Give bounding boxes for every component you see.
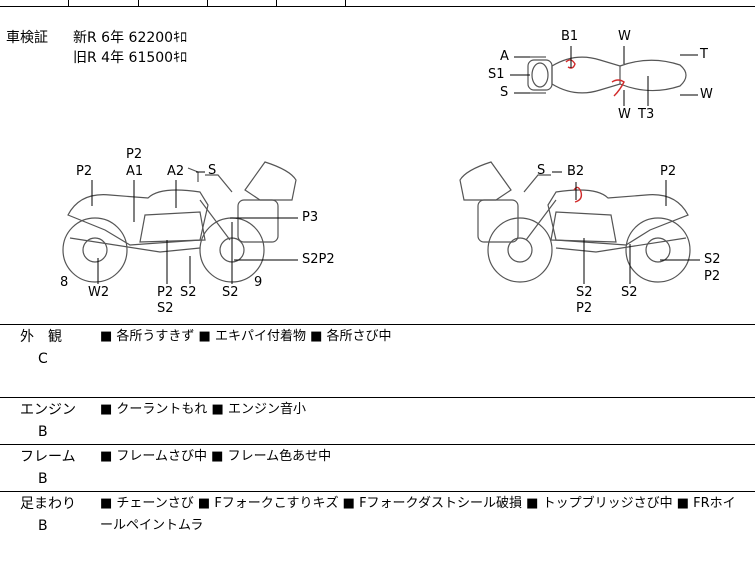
damage-marks xyxy=(565,59,625,203)
row-divider xyxy=(0,324,755,325)
top-view-label: A xyxy=(500,49,509,64)
top-divider xyxy=(138,0,139,6)
right-bike-label: B2 xyxy=(567,164,585,179)
section-body-suspension: ■ チェーンさび ■ Fフォークこすりキズ ■ Fフォークダストシール破損 ■ … xyxy=(100,496,736,533)
section-title-engine: エンジン xyxy=(20,402,76,418)
left-bike-label: S2 xyxy=(222,285,239,300)
top-border xyxy=(0,6,755,7)
section-grade-suspension: B xyxy=(38,518,48,534)
left-bike-label: A1 xyxy=(126,164,144,179)
top-view-label: W xyxy=(700,87,713,102)
top-view-label: T xyxy=(700,47,708,62)
left-bike-label: A2 xyxy=(167,164,185,179)
left-bike-label: 8 xyxy=(60,275,69,290)
section-body-exterior: ■ 各所うすきず ■ エキパイ付着物 ■ 各所さび中 xyxy=(100,329,392,344)
right-bike-label: S2 xyxy=(704,252,721,267)
leader-lines xyxy=(91,46,700,284)
inspection-old: 旧R 4年 61500ｷﾛ xyxy=(73,50,188,66)
left-bike-label: P3 xyxy=(302,210,319,225)
top-view-drawing xyxy=(527,56,687,94)
top-view-label: T3 xyxy=(638,107,655,122)
inspection-new: 新R 6年 62200ｷﾛ xyxy=(73,30,188,46)
left-bike-label: 9 xyxy=(254,275,263,290)
left-bike-label: S2 xyxy=(180,285,197,300)
section-title-exterior: 外 観 xyxy=(20,329,62,345)
right-bike-label: P2 xyxy=(660,164,677,179)
right-bike-label: S2 xyxy=(621,285,638,300)
row-divider xyxy=(0,444,755,445)
right-bike-label: S2 xyxy=(576,285,593,300)
right-bike-drawing xyxy=(459,161,691,283)
left-bike-label: P2 xyxy=(76,164,93,179)
left-bike-label: W2 xyxy=(88,285,110,300)
top-view-label: B1 xyxy=(561,29,579,44)
section-grade-exterior: C xyxy=(38,351,48,367)
inspection-label: 車検証 xyxy=(6,30,48,46)
left-bike-label: S2P2 xyxy=(302,252,335,267)
top-divider xyxy=(276,0,277,6)
top-view-label: W xyxy=(618,107,631,122)
left-bike-label: P2 xyxy=(157,285,174,300)
top-divider xyxy=(207,0,208,6)
section-body-engine: ■ クーラントもれ ■ エンジン音小 xyxy=(100,402,306,417)
row-divider xyxy=(0,397,755,398)
top-view-label: S xyxy=(500,85,509,100)
section-title-frame: フレーム xyxy=(20,449,76,465)
section-grade-frame: B xyxy=(38,471,48,487)
motorcycle-diagrams xyxy=(62,46,700,284)
top-view-label: W xyxy=(618,29,631,44)
section-grade-engine: B xyxy=(38,424,48,440)
section-body-frame: ■ フレームさび中 ■ フレーム色あせ中 xyxy=(100,449,332,464)
left-bike-label: S2 xyxy=(157,301,174,316)
top-divider xyxy=(68,0,69,6)
row-divider xyxy=(0,491,755,492)
top-divider xyxy=(345,0,346,6)
top-view-label: S1 xyxy=(488,67,505,82)
left-bike-label: P2 xyxy=(126,147,143,162)
right-bike-label: S xyxy=(537,163,546,178)
left-bike-label: S xyxy=(208,163,217,178)
right-bike-label: P2 xyxy=(576,301,593,316)
section-title-suspension: 足まわり xyxy=(20,496,76,512)
right-bike-label: P2 xyxy=(704,269,721,284)
